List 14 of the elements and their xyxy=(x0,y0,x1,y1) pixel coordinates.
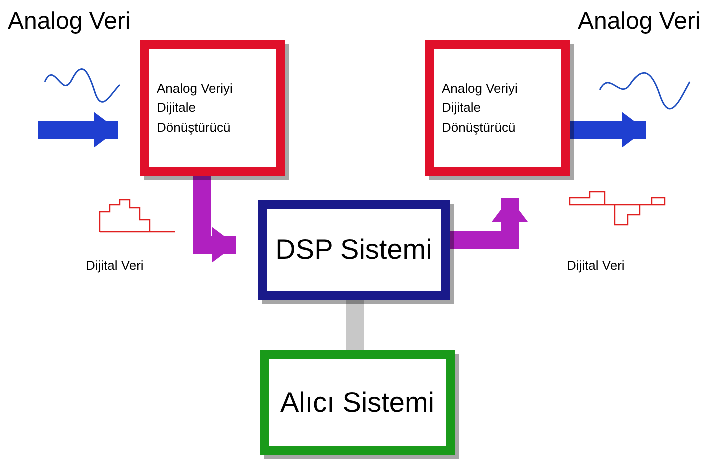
box-label: Analog Veriyi Dijitale Dönüştürücü xyxy=(442,80,519,137)
signal-label: Analog Veri xyxy=(578,7,701,37)
arrow xyxy=(570,112,646,148)
signal-label: Dijital Veri xyxy=(86,257,144,275)
box-label: DSP Sistemi xyxy=(276,233,432,267)
signal-label: Dijital Veri xyxy=(567,257,625,275)
process-box xyxy=(425,40,570,176)
process-box xyxy=(260,350,455,455)
signal-label: Analog Veri xyxy=(8,7,131,37)
process-box xyxy=(140,40,285,176)
arrow xyxy=(38,112,118,148)
box-label: Alıcı Sistemi xyxy=(280,386,435,420)
process-box xyxy=(258,200,450,300)
box-label: Analog Veriyi Dijitale Dönüştürücü xyxy=(157,80,234,137)
